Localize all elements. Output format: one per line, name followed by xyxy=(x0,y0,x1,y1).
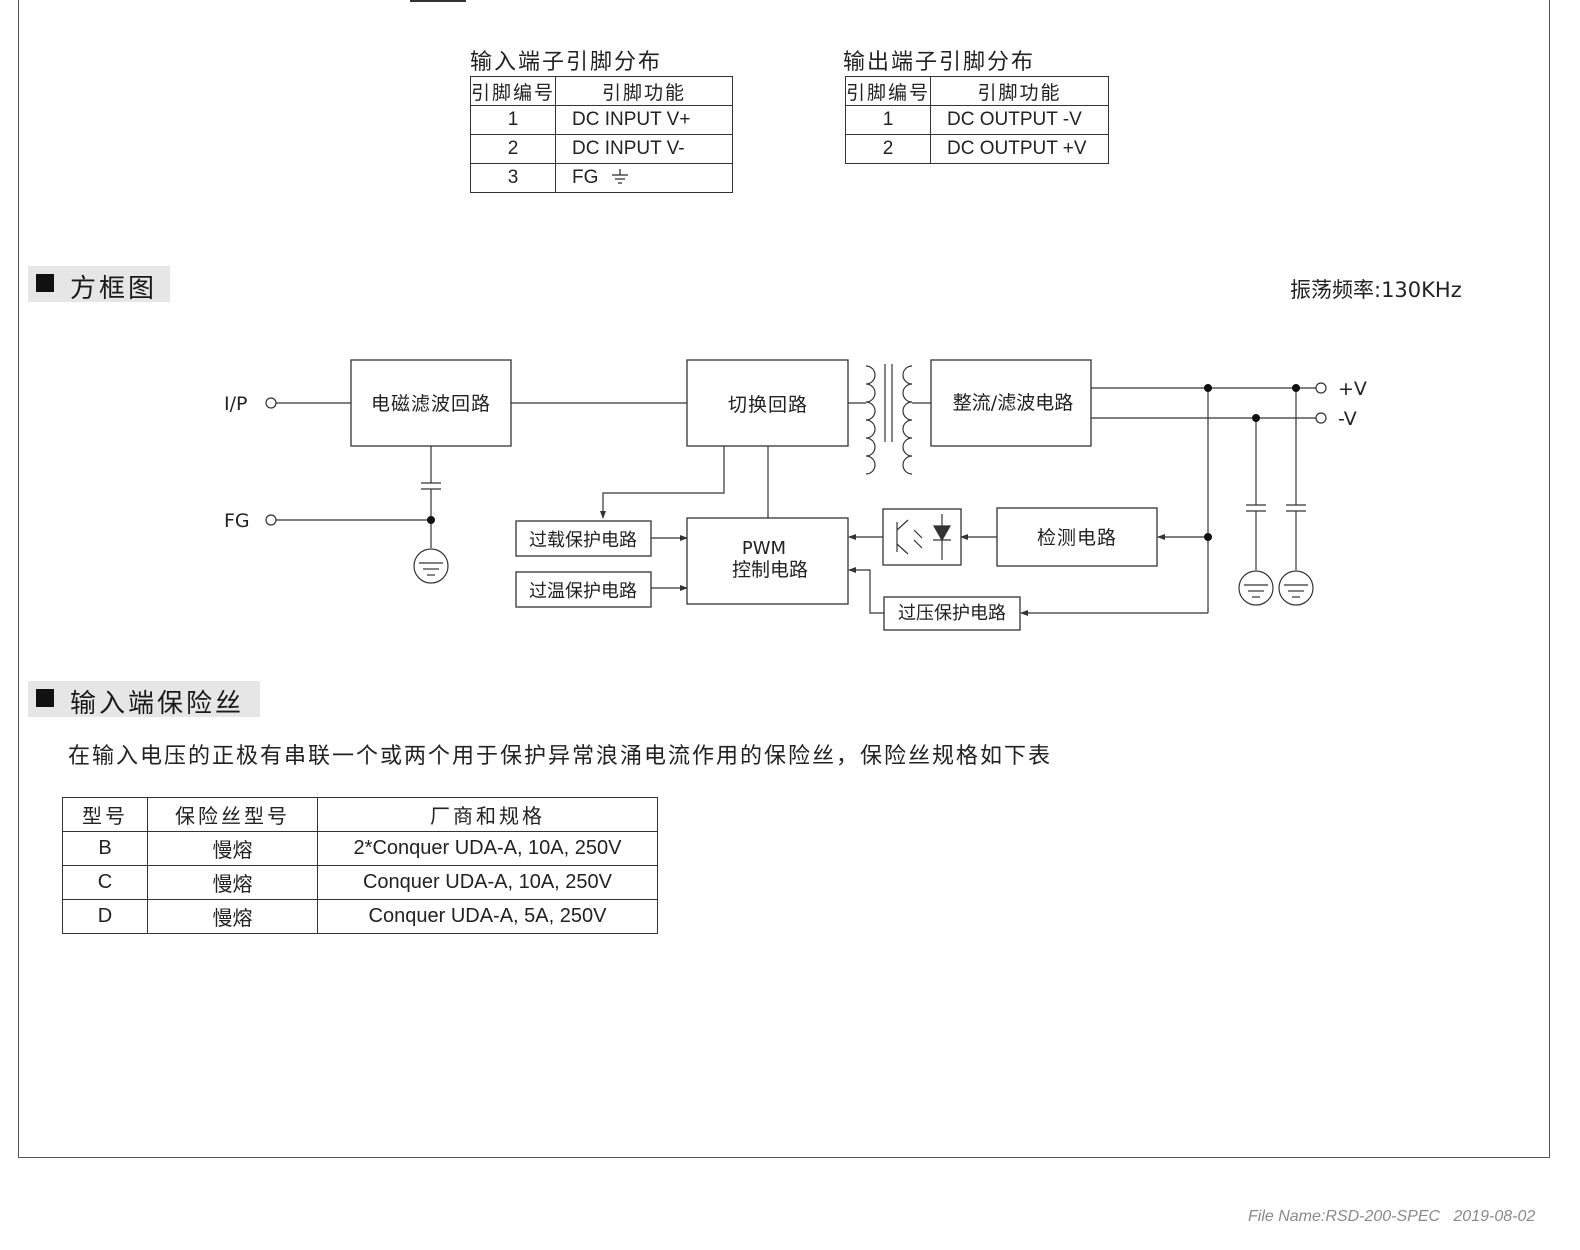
ground-icon xyxy=(1238,570,1274,606)
table-row: 2 DC OUTPUT +V xyxy=(845,134,1109,164)
junction-dot xyxy=(1252,414,1260,422)
junction-dot xyxy=(1292,384,1300,392)
input-pins-title: 输入端子引脚分布 xyxy=(470,50,663,75)
overvolt-pwm-wire xyxy=(848,567,884,614)
ip-terminal xyxy=(265,397,277,409)
output-pins-title: 输出端子引脚分布 xyxy=(843,50,1036,75)
rectifier-label: 整流/滤波电路 xyxy=(953,392,1073,414)
emi-filter-label: 电磁滤波回路 xyxy=(371,393,491,415)
plus-v-terminal xyxy=(1315,382,1327,394)
detect-block xyxy=(996,507,1158,567)
section-title: 输入端保险丝 xyxy=(70,689,245,719)
table-row: B 慢熔 2*Conquer UDA-A, 10A, 250V xyxy=(62,831,658,866)
table-header-row: 引脚编号 引脚功能 xyxy=(845,76,1109,106)
top-rule xyxy=(410,0,466,2)
table-row: 2 DC INPUT V- xyxy=(470,134,733,164)
section-bullet-icon xyxy=(36,689,54,707)
overvolt-label: 过压保护电路 xyxy=(898,603,1006,624)
table-header-row: 型号 保险丝型号 厂商和规格 xyxy=(62,797,658,832)
table-row: 3 FG xyxy=(470,163,733,193)
overvolt-block xyxy=(883,596,1021,631)
fg-terminal xyxy=(265,514,277,526)
ip-label: I/P xyxy=(224,393,247,415)
header-cell: 型号 xyxy=(62,797,148,832)
fuse-type: 慢熔 xyxy=(147,899,318,934)
overtemp-block xyxy=(515,571,652,608)
ground-icon xyxy=(413,548,449,584)
pin-number: 3 xyxy=(470,163,556,193)
oscillation-frequency: 振荡频率:130KHz xyxy=(1290,278,1462,302)
doc-date: 2019-08-02 xyxy=(1453,1208,1536,1225)
pwm-control-label: 控制电路 xyxy=(732,559,808,581)
header-cell: 引脚功能 xyxy=(930,76,1109,106)
fuse-type: 慢熔 xyxy=(147,831,318,866)
fg-label: FG xyxy=(224,510,250,532)
pin-function: FG xyxy=(572,167,599,188)
overload-label: 过载保护电路 xyxy=(529,530,637,551)
pin-number: 2 xyxy=(470,134,556,164)
plus-v-label: +V xyxy=(1338,378,1367,400)
fuse-type: 慢熔 xyxy=(147,865,318,900)
pin-number: 2 xyxy=(845,134,931,164)
minus-v-terminal xyxy=(1315,412,1327,424)
section-header-fuse: 输入端保险丝 xyxy=(28,681,260,719)
output-pins-table: 引脚编号 引脚功能 1 DC OUTPUT -V 2 DC OUTPUT +V xyxy=(845,76,1109,164)
optocoupler-icon xyxy=(896,514,952,560)
fuse-spec: Conquer UDA-A, 10A, 250V xyxy=(317,865,658,900)
emi-filter-block xyxy=(350,359,512,447)
section-title: 方框图 xyxy=(70,274,158,304)
table-row: C 慢熔 Conquer UDA-A, 10A, 250V xyxy=(62,865,658,900)
junction-dot xyxy=(1204,533,1212,541)
footer: File Name:RSD-200-SPEC 2019-08-02 xyxy=(1248,1208,1535,1226)
optocoupler-block xyxy=(882,508,962,566)
rectifier-block xyxy=(930,359,1092,447)
header-cell: 保险丝型号 xyxy=(147,797,318,832)
junction-dot xyxy=(427,516,435,524)
pin-function-cell: FG xyxy=(555,163,733,193)
minus-v-label: -V xyxy=(1338,408,1357,430)
junction-dot xyxy=(1204,384,1212,392)
block-diagram: I/P FG +V -V 电磁滤波回路 切换回路 整流/滤波电路 过载保护电路 … xyxy=(224,359,1367,631)
ground-icon xyxy=(611,169,628,184)
page-frame xyxy=(18,0,1550,1158)
table-row: D 慢熔 Conquer UDA-A, 5A, 250V xyxy=(62,899,658,934)
switching-block xyxy=(686,359,849,447)
fuse-model: B xyxy=(62,831,148,866)
transformer-icon xyxy=(865,364,913,475)
section-header-block-diagram: 方框图 xyxy=(28,266,170,304)
switch-overload-wire xyxy=(600,446,725,519)
pwm-block xyxy=(686,517,849,605)
pwm-label: PWM xyxy=(742,538,786,559)
fuse-spec: Conquer UDA-A, 5A, 250V xyxy=(317,899,658,934)
file-name: File Name:RSD-200-SPEC xyxy=(1248,1208,1441,1225)
overload-block xyxy=(515,520,652,557)
overtemp-label: 过温保护电路 xyxy=(529,581,637,602)
header-cell: 厂商和规格 xyxy=(317,797,658,832)
pin-function: DC OUTPUT +V xyxy=(930,134,1109,164)
ground-icon xyxy=(1278,570,1314,606)
fuse-model: D xyxy=(62,899,148,934)
fuse-table: 型号 保险丝型号 厂商和规格 B 慢熔 2*Conquer UDA-A, 10A… xyxy=(62,797,658,934)
detect-label: 检测电路 xyxy=(1037,527,1117,549)
pin-function: DC OUTPUT -V xyxy=(930,105,1109,135)
pin-number: 1 xyxy=(470,105,556,135)
section-bullet-icon xyxy=(36,274,54,292)
fuse-spec: 2*Conquer UDA-A, 10A, 250V xyxy=(317,831,658,866)
input-pins-table: 引脚编号 引脚功能 1 DC INPUT V+ 2 DC INPUT V- 3 … xyxy=(470,76,733,193)
switching-label: 切换回路 xyxy=(728,394,808,416)
fuse-model: C xyxy=(62,865,148,900)
fuse-description: 在输入电压的正极有串联一个或两个用于保护异常浪涌电流作用的保险丝，保险丝规格如下… xyxy=(68,744,1053,769)
